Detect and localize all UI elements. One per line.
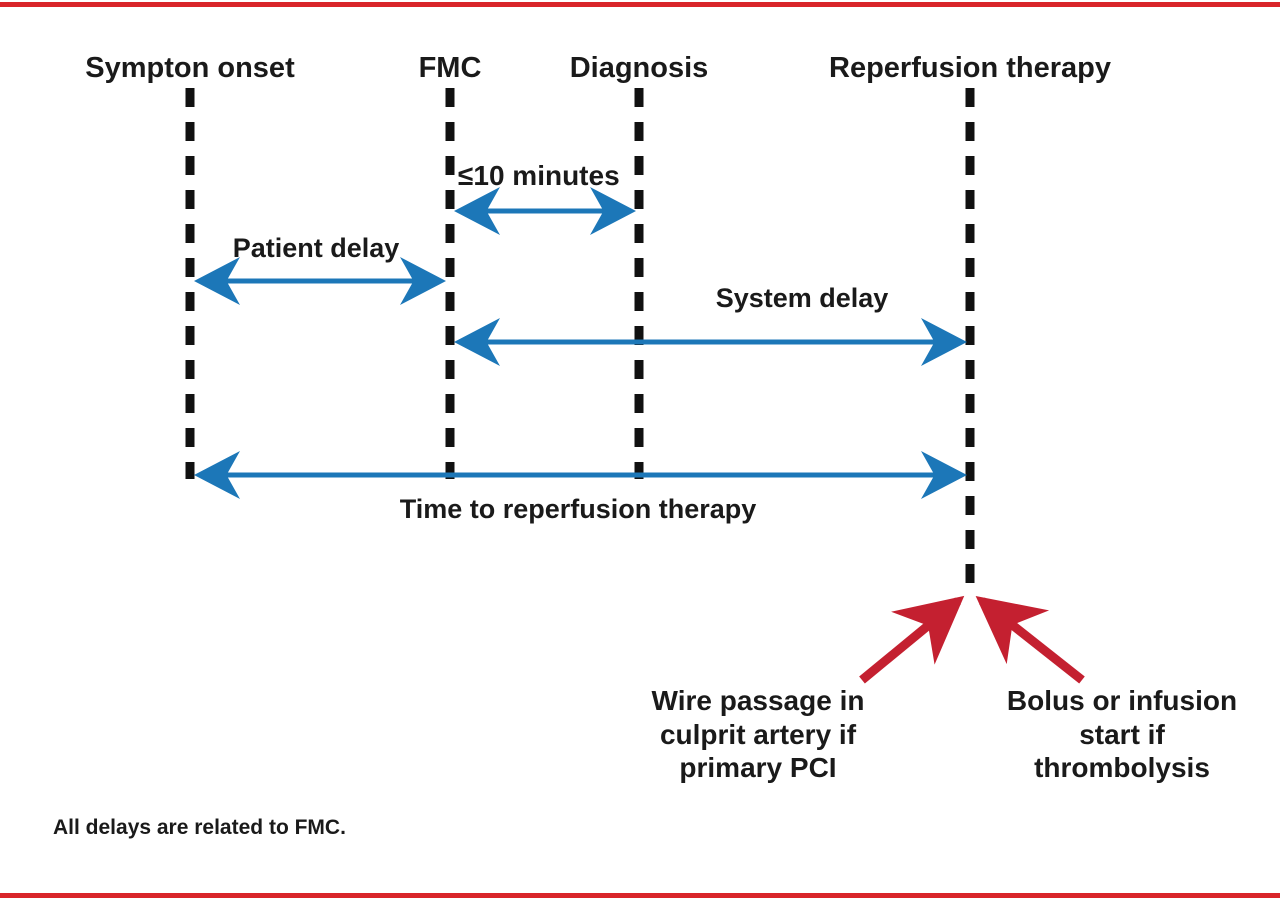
callout-text-thrombolysis-line-3: thrombolysis bbox=[1034, 752, 1210, 784]
callout-text-pci-line-2: culprit artery if bbox=[659, 718, 857, 750]
callout-arrow-pci bbox=[859, 595, 965, 684]
callout-text-pci-line-3: primary PCI bbox=[679, 752, 837, 784]
callout-text-thrombolysis: Bolus or infusion start if thrombolysis bbox=[972, 684, 1272, 785]
callout-arrow-thrombolysis bbox=[975, 595, 1085, 684]
interval-label-patient-delay: Patient delay bbox=[232, 233, 400, 263]
callout-text-thrombolysis-line-1: Bolus or infusion bbox=[1006, 685, 1238, 716]
milestone-label-symptom-onset: Sympton onset bbox=[85, 52, 295, 84]
interval-label-diagnosis-delay: ≤10 minutes bbox=[458, 160, 620, 191]
milestone-label-diagnosis: Diagnosis bbox=[569, 52, 709, 84]
callout-text-pci: Wire passage in culprit artery if primar… bbox=[608, 684, 908, 785]
milestone-label-reperfusion-therapy: Reperfusion therapy bbox=[829, 52, 1111, 84]
bottom-red-rule bbox=[0, 893, 1280, 898]
milestone-label-fmc: FMC bbox=[418, 52, 482, 84]
interval-label-system-delay: System delay bbox=[715, 283, 889, 313]
callout-text-thrombolysis-line-2: start if bbox=[1079, 718, 1165, 750]
interval-label-time-to-reperfusion: Time to reperfusion therapy bbox=[399, 494, 757, 524]
callout-text-pci-line-1: Wire passage in bbox=[651, 685, 865, 716]
top-red-rule bbox=[0, 2, 1280, 7]
footnote-text: All delays are related to FMC. bbox=[53, 816, 346, 839]
